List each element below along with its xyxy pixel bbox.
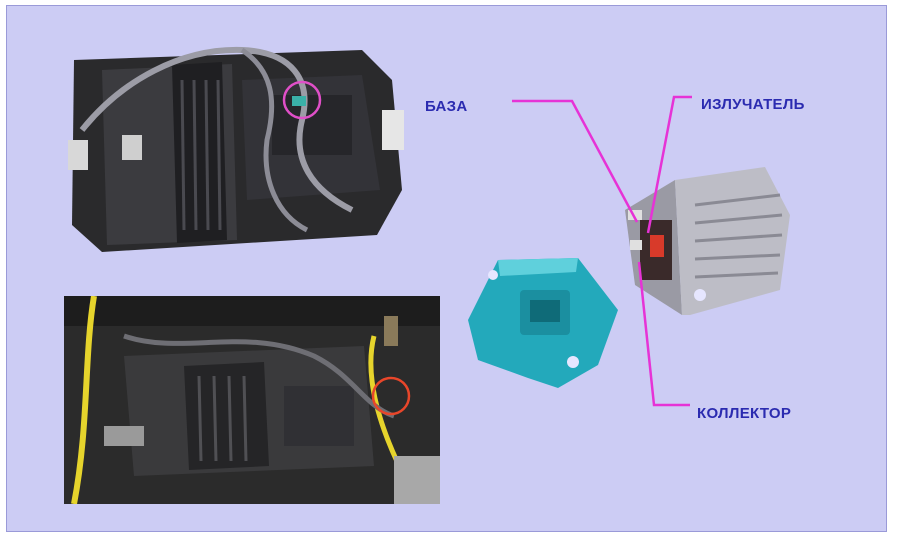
heater-unit-photo <box>62 40 422 270</box>
highlight-circle-top <box>282 80 322 120</box>
resistor-module-photo <box>625 167 790 315</box>
collector-pointer <box>637 261 690 407</box>
label-collector: КОЛЛЕКТОР <box>697 405 792 422</box>
label-emitter: ИЗЛУЧАТЕЛЬ <box>701 96 805 113</box>
installed-unit-photo <box>64 296 440 504</box>
emitter-pointer <box>646 95 692 234</box>
highlight-circle-bottom <box>371 376 411 416</box>
base-pointer <box>512 99 639 223</box>
label-base: БАЗА <box>425 98 468 115</box>
connector-photo <box>468 258 618 388</box>
